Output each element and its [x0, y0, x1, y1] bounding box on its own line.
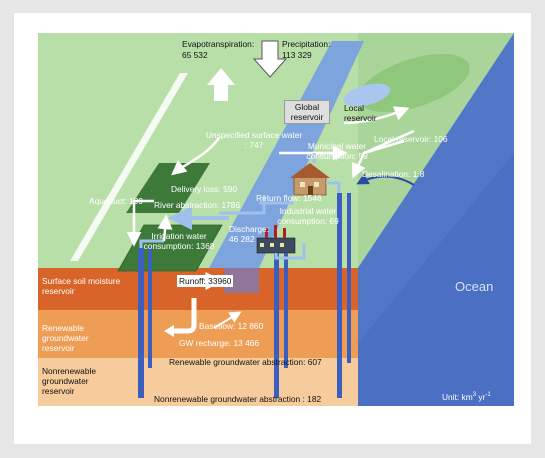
aqueduct-strip — [70, 73, 188, 261]
surface-flow-arrows — [126, 106, 415, 247]
return-flow-label: Return flow: 1546 — [256, 193, 322, 203]
unit-prefix: Unit: km — [442, 391, 473, 402]
local-reservoir-label: Local reservoir — [344, 103, 377, 123]
nonrenewable-groundwater-abstraction-label: Nonrenewable groundwater abstraction : 1… — [154, 394, 322, 404]
unit-sup-1: 3 — [472, 392, 477, 398]
local-reservoir-shape — [343, 83, 391, 107]
irrigation-water-consumption-label: Irrigation water consumption: 1368 — [143, 231, 215, 251]
water-cycle-diagram — [38, 33, 514, 406]
unit-sup-2: -1 — [485, 392, 491, 398]
global-reservoir-box: Global reservoir — [284, 100, 330, 124]
evapotranspiration-label: Evapotranspiration: — [182, 39, 255, 49]
renewable-groundwater-abstraction-label: Renewable groundwater abstraction: 607 — [169, 357, 322, 367]
nonrenewable-groundwater-layer — [38, 358, 358, 406]
precipitation-value: 113 329 — [282, 50, 312, 60]
baseflow-arrow — [213, 311, 242, 329]
return-flow-arrow — [219, 195, 266, 215]
local-reservoir-flow-label: Local reservoir: 106 — [374, 134, 448, 144]
gw-recharge-arrow — [174, 298, 197, 334]
abstraction-pipes — [138, 193, 351, 398]
baseflow-label: Baseflow: 12 860 — [199, 321, 264, 331]
industrial-water-consumption-label: Industrial water consumption: 69 — [277, 206, 339, 226]
gw-recharge-label: GW recharge: 13 466 — [179, 338, 260, 348]
runoff-label: Runoff: 33960 — [177, 275, 234, 287]
surface-soil-moisture-reservoir-label: Surface soil moisture reservoir — [42, 276, 121, 296]
unit-label: Unit: km3 yr-1 — [442, 390, 491, 402]
precipitation-label: Precipitation: — [282, 39, 331, 49]
municipal-water-consumption-label: Municipal water consumption: 59 — [306, 141, 368, 161]
unspecified-surface-water-label: Unspecified surface water : 747 — [205, 130, 303, 150]
nonrenewable-groundwater-reservoir-label: Nonrenewable groundwater reservoir — [42, 366, 97, 396]
river-band — [209, 41, 364, 268]
diagram-card: Evapotranspiration: 65 532 Precipitation… — [14, 13, 531, 444]
precipitation-arrow — [252, 40, 288, 78]
renewable-groundwater-layer — [38, 310, 358, 358]
unit-mid: yr — [476, 391, 486, 402]
discharge-label: Discharge: 46 282 — [229, 224, 270, 244]
desalination-arrow — [356, 173, 415, 186]
renewable-groundwater-reservoir-label: Renewable groundwater reservoir — [42, 323, 89, 353]
evapotranspiration-arrow — [207, 68, 235, 101]
factory-icon — [256, 225, 296, 254]
lake-shape — [358, 53, 470, 113]
river-abstraction-label: River abstraction: 1786 — [154, 200, 241, 210]
desalination-label: Desalination: 1.8 — [362, 169, 425, 179]
aqueduct-label: Aqueduct: 199 — [89, 196, 144, 206]
house-icon — [290, 163, 330, 196]
delivery-loss-label: Delivery loss: 590 — [171, 184, 238, 194]
evapotranspiration-value: 65 532 — [182, 50, 208, 60]
ocean-label: Ocean — [455, 279, 494, 294]
